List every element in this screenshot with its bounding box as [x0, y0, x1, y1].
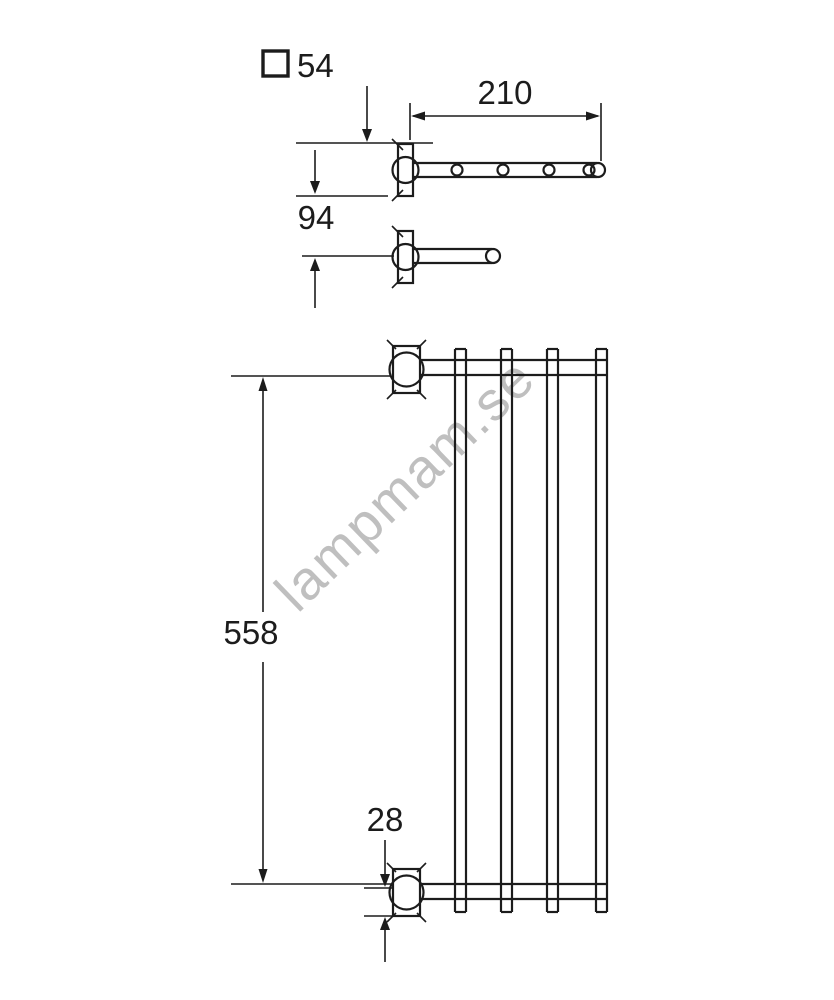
fixing-tick [416, 862, 427, 873]
arrowhead-right [586, 111, 600, 121]
fixing-tick [391, 276, 404, 289]
arrowhead-up [380, 917, 390, 930]
fixing-tick [391, 225, 404, 238]
square-plate-callout: 54 [261, 47, 372, 142]
top-mount-escutcheon [388, 351, 425, 388]
bar-end-circle [582, 163, 596, 177]
top-mount-plate [391, 344, 422, 395]
front-view [386, 339, 609, 923]
fixing-tick [416, 339, 427, 350]
towel-bar-2 [499, 347, 514, 914]
dim-label-bottom-gap: 28 [367, 801, 404, 838]
fixing-tick [416, 389, 427, 400]
upper-plate-escutcheon [391, 155, 420, 185]
fixing-tick [386, 862, 397, 873]
fixing-tick [386, 389, 397, 400]
bottom-mount-plate [391, 867, 422, 918]
lower-wall-plate [396, 229, 415, 285]
bar-end-circle [496, 163, 510, 177]
fixing-tick [386, 912, 397, 923]
dim-label-arm-length: 210 [477, 74, 532, 111]
upper-arm-end-cap [589, 161, 607, 179]
leader-arrowhead-down [362, 129, 372, 142]
fixing-tick [386, 339, 397, 350]
upper-wall-plate [396, 142, 415, 198]
lower-plate-escutcheon [391, 242, 420, 272]
towel-bar-3 [545, 347, 560, 914]
arrowhead-down [258, 869, 268, 883]
bar-end-circle [450, 163, 464, 177]
square-profile-symbol-icon [261, 49, 290, 78]
arrowhead-up [258, 377, 268, 391]
dimension-bottom-gap: 28 [364, 801, 403, 962]
side-view [391, 138, 607, 289]
arrowhead-left [411, 111, 425, 121]
dimension-arm-spacing: 94 [296, 142, 433, 308]
arrowhead-down [380, 874, 390, 887]
lower-arm-end-cap [484, 247, 502, 265]
towel-bar-4 [594, 347, 609, 914]
towel-bar-1 [453, 347, 468, 914]
fixing-tick [391, 138, 404, 151]
fixing-tick [416, 912, 427, 923]
arrowhead-up [310, 258, 320, 271]
bottom-mount-escutcheon [388, 874, 425, 911]
dim-label-arm-spacing: 94 [298, 199, 335, 236]
bar-end-circle [542, 163, 556, 177]
fixing-tick [391, 189, 404, 202]
arrowhead-down [310, 181, 320, 194]
dimension-overall-height: 558 [223, 375, 391, 885]
dim-label-overall-height: 558 [223, 614, 278, 651]
dim-label-square-plate: 54 [297, 47, 334, 84]
dimension-arm-length: 210 [409, 74, 602, 161]
